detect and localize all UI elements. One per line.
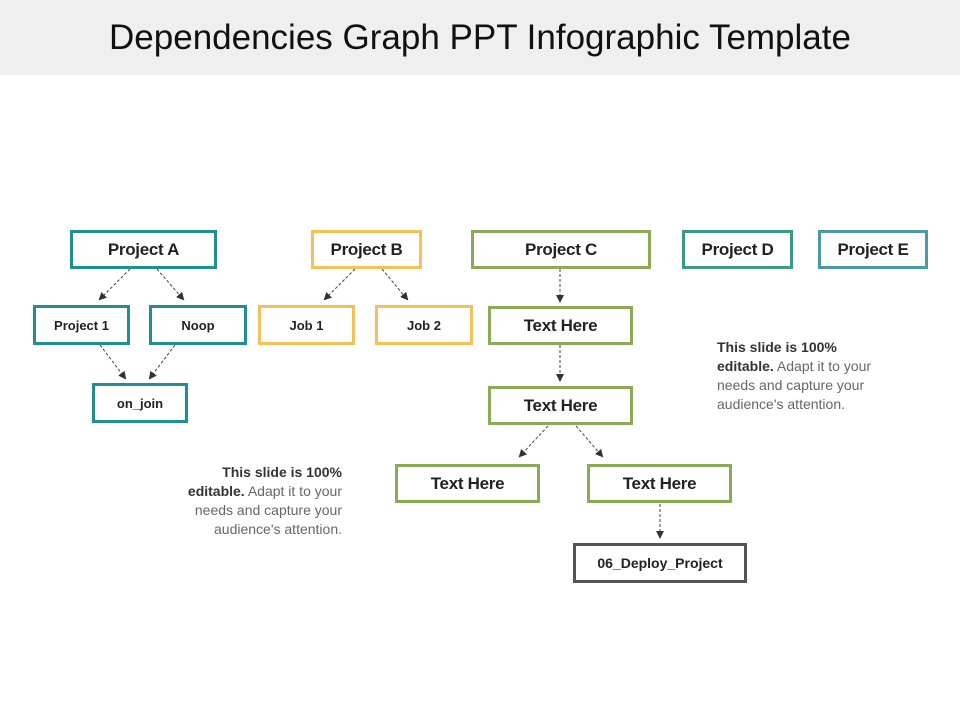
title-bar (0, 0, 960, 75)
arrow-b-to-job2 (381, 268, 409, 301)
node-text-4: Text Here (587, 464, 732, 503)
arrow-a-to-noop (156, 268, 185, 301)
node-text-1: Text Here (488, 306, 633, 345)
node-label: Job 1 (289, 317, 324, 333)
node-project-1: Project 1 (33, 305, 130, 345)
node-label: Text Here (523, 315, 598, 335)
node-project-e: Project E (818, 230, 928, 269)
node-label: Text Here (523, 395, 598, 415)
node-project-d: Project D (682, 230, 793, 269)
note-text: Adapt it to your needs and capture your … (194, 483, 342, 537)
node-label: Project E (837, 239, 909, 259)
node-text-2: Text Here (488, 386, 633, 425)
node-project-c: Project C (471, 230, 651, 269)
node-label: Text Here (622, 473, 697, 493)
node-project-a: Project A (70, 230, 217, 269)
node-label: Noop (181, 317, 215, 333)
node-label: Project D (701, 239, 774, 259)
node-label: Project 1 (54, 317, 109, 333)
node-job-2: Job 2 (375, 305, 473, 345)
node-on-join: on_join (92, 383, 188, 423)
node-deploy: 06_Deploy_Project (573, 543, 747, 583)
node-label: 06_Deploy_Project (597, 555, 723, 571)
node-noop: Noop (149, 305, 247, 345)
arrow-text2-to-text3 (518, 425, 549, 458)
node-text-3: Text Here (395, 464, 540, 503)
arrow-project1-to-onjoin (99, 344, 127, 380)
arrow-noop-to-onjoin (148, 344, 176, 380)
node-label: Text Here (430, 473, 505, 493)
arrow-a-to-project1 (98, 268, 131, 301)
note-bold: This slide is 100% editable. (187, 464, 342, 499)
note-bold: This slide is 100% editable. (717, 339, 837, 374)
node-job-1: Job 1 (258, 305, 355, 345)
node-label: Project B (330, 239, 403, 259)
node-label: Project A (107, 239, 180, 259)
node-label: Project C (525, 239, 597, 259)
note-left: This slide is 100% editable. Adapt it to… (162, 463, 342, 539)
node-label: Job 2 (407, 317, 441, 333)
arrow-b-to-job1 (323, 268, 356, 301)
arrow-text2-to-text4 (575, 425, 604, 458)
slide-title: Dependencies Graph PPT Infographic Templ… (109, 18, 851, 57)
node-project-b: Project B (311, 230, 422, 269)
note-text: Adapt it to your needs and capture your … (717, 358, 872, 412)
note-right: This slide is 100% editable. Adapt it to… (717, 338, 897, 414)
node-label: on_join (116, 395, 164, 411)
